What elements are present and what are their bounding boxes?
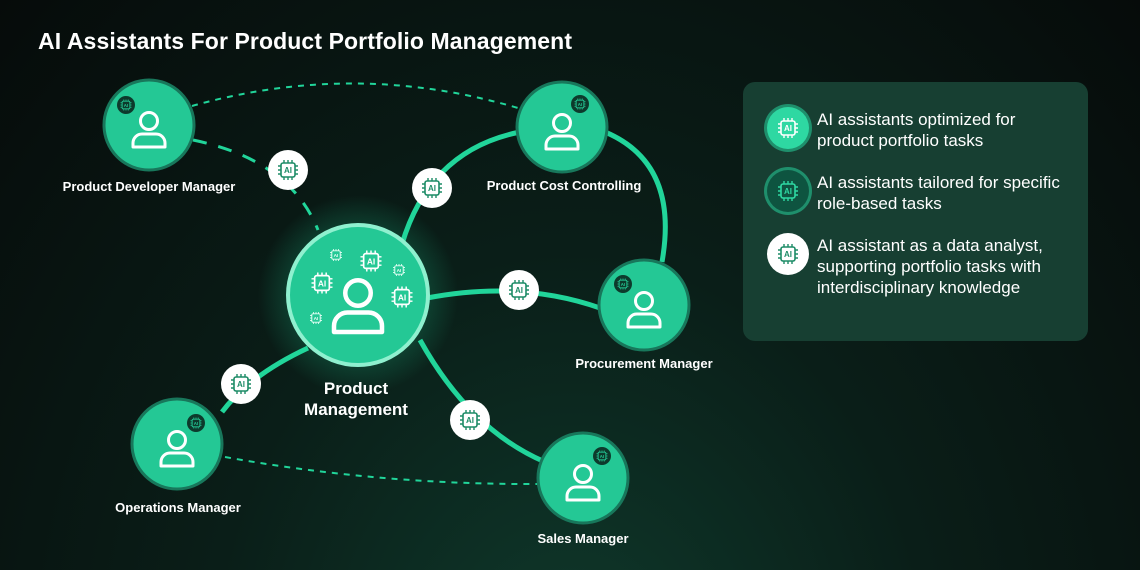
operations-label: Operations Manager	[115, 500, 241, 515]
page-title: AI Assistants For Product Portfolio Mana…	[38, 28, 573, 54]
ai-chip-icon-dark	[767, 170, 809, 212]
product-cost-controlling-node	[515, 80, 609, 174]
dashed-connector-developer-cost	[191, 82, 519, 109]
sales-manager-node	[536, 431, 630, 525]
operations-manager-node	[130, 397, 224, 491]
dashed-connector-operations-sales	[224, 456, 541, 486]
ai-badge-procurement	[499, 270, 539, 310]
legend-panel: AI assistants optimized for product port…	[743, 82, 1088, 341]
sales-label: Sales Manager	[537, 531, 629, 546]
product-management-node	[258, 195, 458, 395]
ai-chip-icon	[390, 285, 414, 309]
procurement-manager-node	[597, 258, 691, 352]
ai-chip-icon-white	[767, 233, 809, 275]
legend-text: AI assistant as a data analyst, supporti…	[817, 236, 1043, 297]
cost-label: Product Cost Controlling	[486, 178, 642, 193]
ai-chip-icon	[310, 271, 334, 295]
ai-chip-icon	[359, 249, 383, 273]
ai-chip-icon	[574, 98, 586, 110]
center-node-label: Product Management	[304, 378, 408, 420]
legend-text: AI assistants optimized for product port…	[817, 110, 1016, 150]
ai-chip-icon	[392, 263, 406, 277]
ai-chip-icon	[329, 248, 343, 262]
ai-chip-icon	[617, 278, 629, 290]
connector-cost-procurement	[599, 127, 668, 263]
ai-chip-icon	[309, 311, 323, 325]
ai-chip-icon	[596, 450, 608, 462]
ai-badge-sales	[450, 400, 490, 440]
legend-item: AI assistants optimized for product port…	[767, 107, 1067, 151]
ai-badges	[221, 150, 539, 440]
legend-item: AI assistants tailored for specific role…	[767, 170, 1067, 214]
ai-badge-developer	[268, 150, 308, 190]
procurement-label: Procurement Manager	[575, 356, 713, 371]
legend-text: AI assistants tailored for specific role…	[817, 173, 1060, 213]
ai-chip-icon	[190, 417, 202, 429]
ai-badge-cost	[412, 168, 452, 208]
connector-center-sales	[417, 338, 546, 465]
ai-badge-operations	[221, 364, 261, 404]
center-label-line1: Product	[323, 379, 389, 398]
legend-item: AI assistant as a data analyst, supporti…	[767, 233, 1067, 298]
product-developer-manager-node	[102, 78, 196, 172]
ai-chip-icon-bright	[767, 107, 809, 149]
developer-label: Product Developer Manager	[62, 179, 236, 194]
ai-chip-icon	[120, 99, 132, 111]
center-label-line2: Management	[304, 400, 408, 419]
